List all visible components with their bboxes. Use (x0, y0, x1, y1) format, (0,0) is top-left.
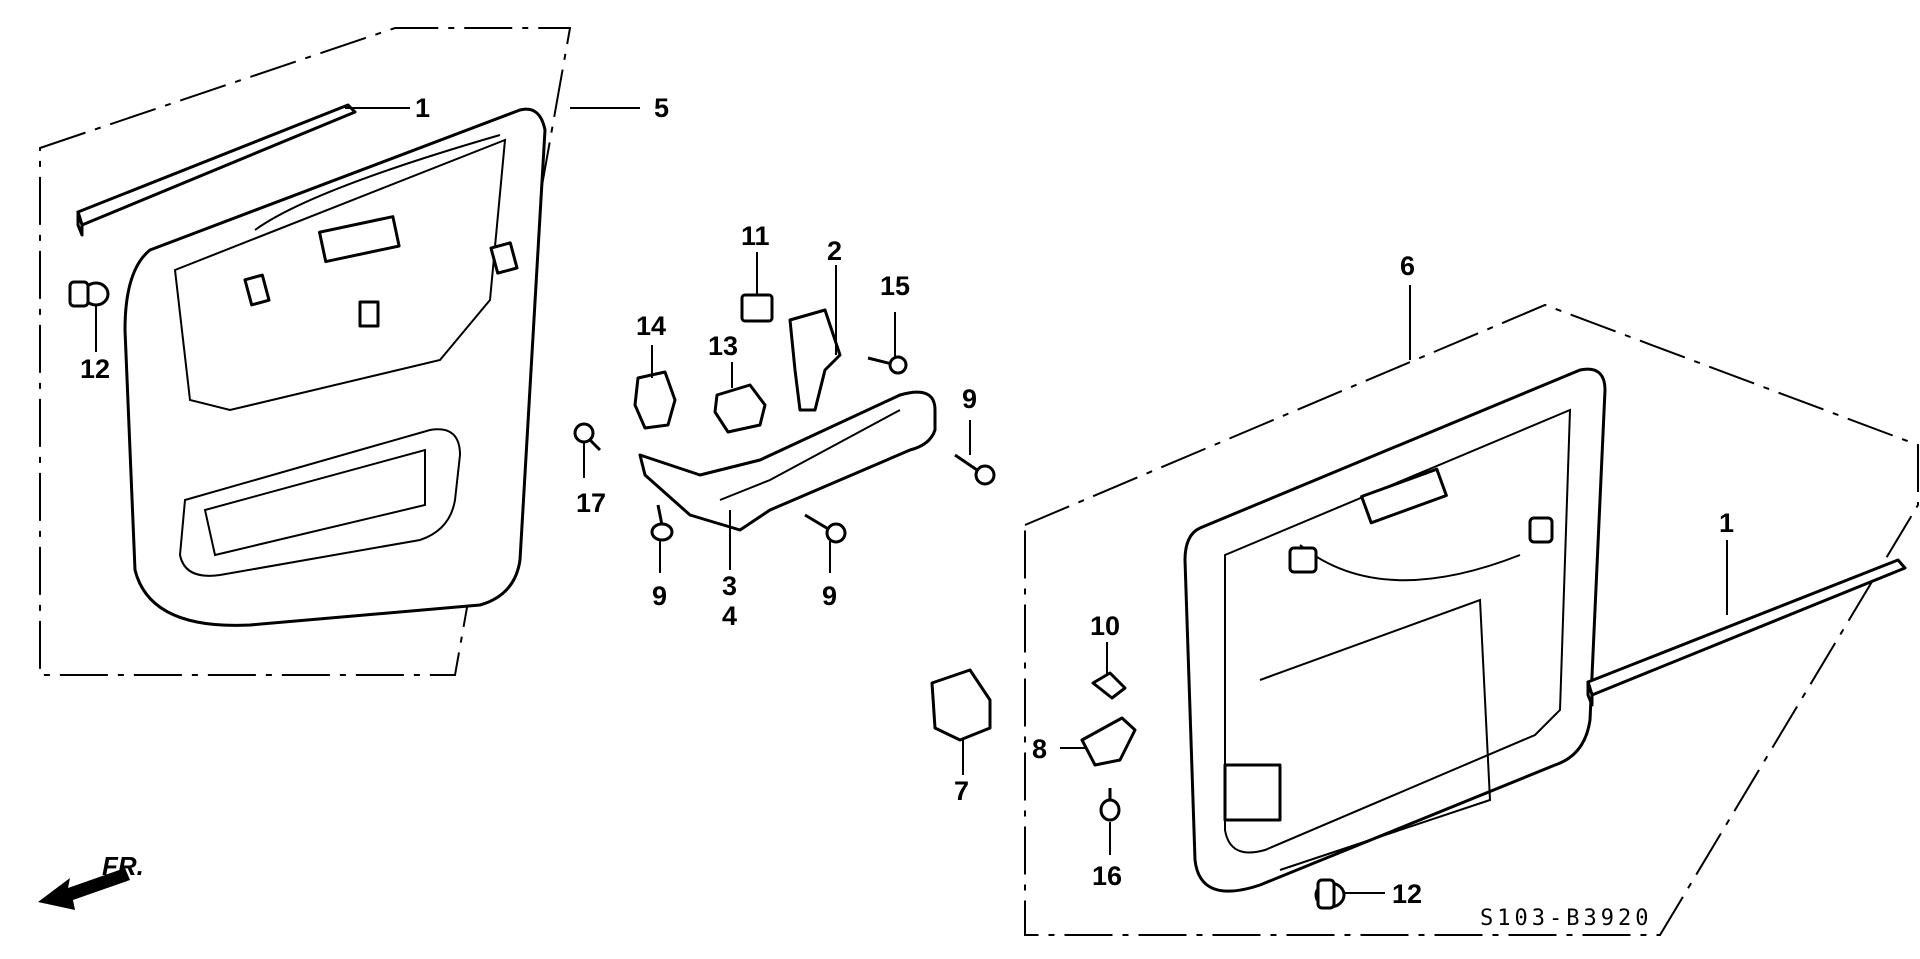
clip-13 (713, 383, 767, 434)
callout-5: 5 (654, 93, 669, 123)
right-clip-12 (1314, 878, 1346, 910)
callout-14: 14 (636, 311, 666, 341)
left-weatherstrip (76, 103, 357, 237)
bracket-2 (788, 308, 842, 412)
callout-16: 16 (1092, 861, 1122, 891)
front-direction-label: FR. (102, 851, 144, 881)
callout-9-right: 9 (962, 384, 977, 414)
callout-7: 7 (954, 776, 969, 806)
callout-8: 8 (1032, 734, 1047, 764)
callout-4: 4 (722, 601, 737, 631)
callout-9-left: 9 (652, 581, 667, 611)
left-clip-12 (68, 280, 110, 308)
diagram-code: S103-B3920 (1480, 906, 1652, 931)
armrest-bracket (638, 390, 937, 532)
pull-pocket-8 (1080, 716, 1137, 767)
screw-16 (1099, 788, 1121, 822)
callout-11: 11 (741, 221, 770, 251)
right-door-lining (1183, 367, 1607, 893)
switch-holder-7 (930, 668, 992, 742)
screw-15 (867, 355, 908, 375)
callout-15: 15 (880, 271, 910, 301)
left-group-boundary (39, 27, 572, 676)
screw-17 (573, 422, 602, 452)
screw-9-right (954, 453, 996, 486)
screw-9-center (804, 513, 847, 544)
callout-6: 6 (1400, 251, 1415, 281)
callout-12-left: 12 (80, 354, 110, 384)
clip-10 (1091, 671, 1127, 700)
callout-17: 17 (576, 488, 606, 518)
callout-1-left: 1 (415, 93, 430, 123)
callout-13: 13 (708, 331, 738, 361)
callout-12-right: 12 (1392, 879, 1422, 909)
left-door-lining (123, 107, 547, 627)
callout-2: 2 (827, 236, 842, 266)
callout-10: 10 (1090, 611, 1120, 641)
callout-1-right: 1 (1719, 508, 1734, 538)
clip-11 (740, 293, 774, 323)
screw-9-left (650, 504, 674, 542)
callout-9-center: 9 (822, 581, 837, 611)
clip-14 (633, 370, 677, 430)
callout-3: 3 (722, 571, 737, 601)
right-weatherstrip (1586, 558, 1907, 707)
right-group-boundary (1024, 303, 1919, 936)
front-direction-arrow: FR. (38, 851, 144, 910)
